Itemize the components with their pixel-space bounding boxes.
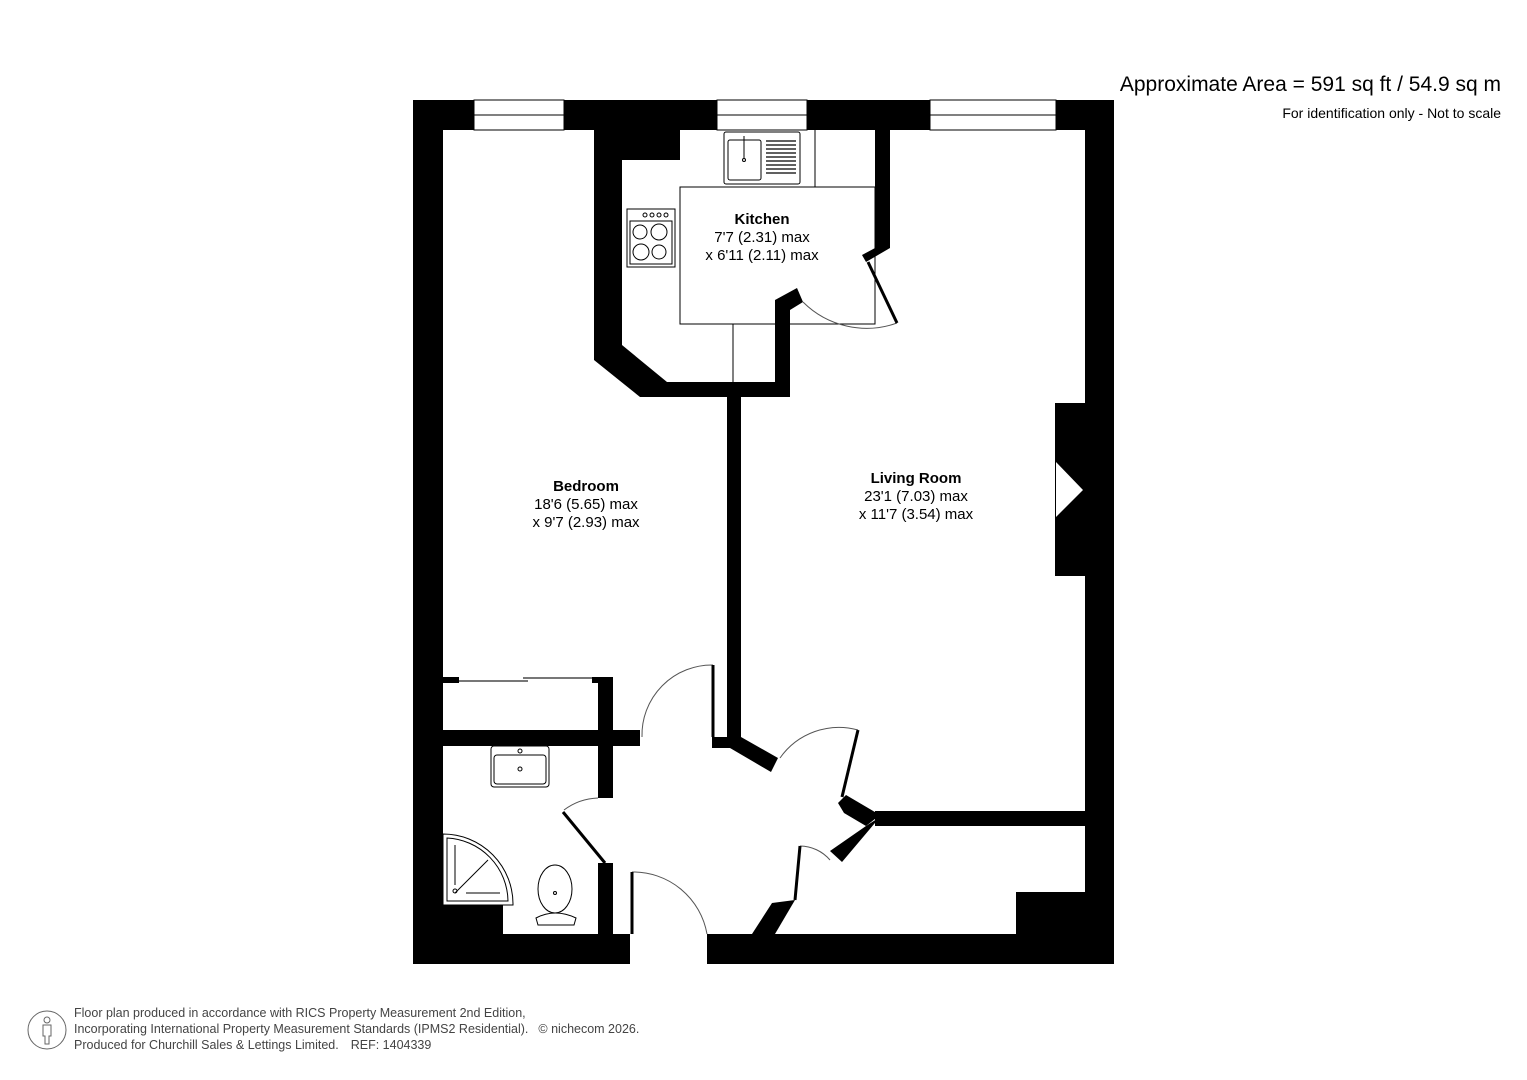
footer: Floor plan produced in accordance with R… (74, 1005, 639, 1053)
room-name: Bedroom (553, 478, 619, 495)
shower-tray-icon (442, 833, 514, 906)
footer-line-3: Produced for Churchill Sales & Lettings … (74, 1038, 339, 1052)
fireplace-icon (1056, 462, 1083, 517)
walls (413, 100, 1114, 964)
hob-icon (626, 208, 676, 268)
room-living-room: Living Room 23'1 (7.03) max x 11'7 (3.54… (859, 470, 973, 524)
kitchen-sink-icon (723, 131, 801, 185)
room-dimension: x 6'11 (2.11) max (705, 247, 819, 264)
copyright: © nichecom 2026. (538, 1022, 640, 1036)
room-dimension: x 11'7 (3.54) max (858, 506, 974, 523)
door-leaves (561, 261, 899, 934)
room-dimension: 7'7 (2.31) max (714, 229, 810, 246)
room-name: Kitchen (734, 211, 790, 228)
toilet-icon (535, 864, 577, 926)
person-icon (27, 1010, 67, 1050)
room-kitchen: Kitchen 7'7 (2.31) max x 6'11 (2.11) max (705, 211, 818, 265)
room-dimension: x 9'7 (2.93) max (532, 514, 640, 531)
room-dimension: 18'6 (5.65) max (534, 496, 638, 513)
footer-line-2: Incorporating International Property Mea… (74, 1022, 529, 1036)
basin-icon (490, 745, 550, 788)
footer-line-1: Floor plan produced in accordance with R… (74, 1006, 526, 1020)
windows (473, 99, 1057, 131)
approximate-area: Approximate Area = 591 sq ft / 54.9 sq m (1119, 73, 1501, 96)
room-bedroom: Bedroom 18'6 (5.65) max x 9'7 (2.93) max (532, 478, 639, 532)
kitchen-units (679, 130, 876, 382)
reference-number: REF: 1404339 (350, 1038, 432, 1052)
wardrobe-icon (459, 677, 592, 682)
doors (563, 301, 898, 935)
room-name: Living Room (870, 470, 962, 487)
scale-disclaimer: For identification only - Not to scale (1282, 105, 1501, 121)
room-dimension: 23'1 (7.03) max (864, 488, 968, 505)
